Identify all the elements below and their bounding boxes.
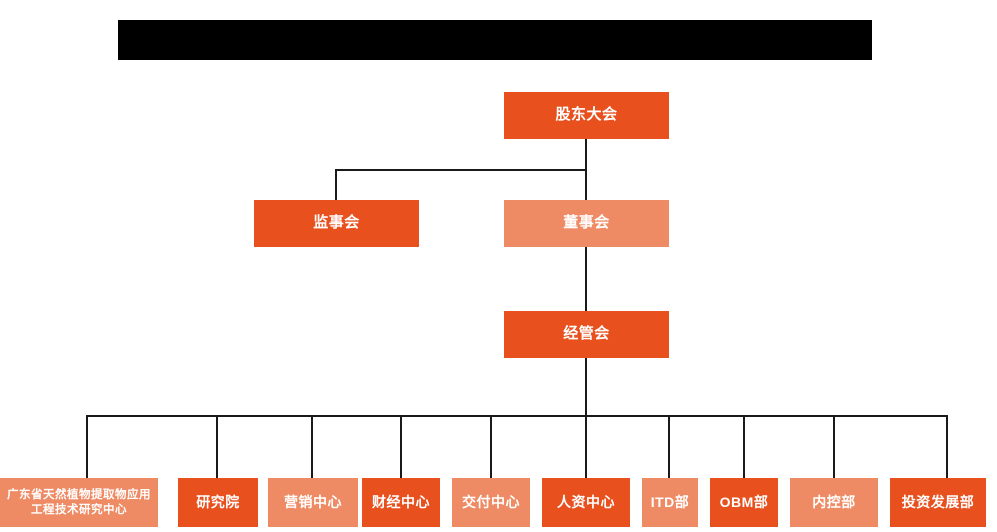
connector-supervisors-drop bbox=[335, 169, 337, 201]
node-shareholders[interactable]: 股东大会 bbox=[504, 92, 669, 139]
connector-shareholders-down bbox=[585, 139, 587, 171]
node-investment-development-department[interactable]: 投资发展部 bbox=[890, 478, 986, 527]
node-delivery-center-label: 交付中心 bbox=[462, 493, 520, 510]
connector-drop-hr-center bbox=[585, 415, 587, 479]
connector-drop-research-institute bbox=[216, 415, 218, 479]
connector-drop-obm-department bbox=[743, 415, 745, 479]
node-directors[interactable]: 董事会 bbox=[504, 200, 669, 247]
connector-drop-delivery-center bbox=[490, 415, 492, 479]
node-shareholders-label: 股东大会 bbox=[555, 106, 618, 124]
node-internal-control-department-label: 内控部 bbox=[812, 493, 856, 510]
node-obm-department[interactable]: OBM部 bbox=[710, 478, 778, 527]
node-management[interactable]: 经管会 bbox=[504, 311, 669, 358]
node-finance-center[interactable]: 财经中心 bbox=[362, 478, 440, 527]
redacted-title-bar bbox=[118, 20, 872, 60]
connector-drop-itd-department bbox=[668, 415, 670, 479]
node-investment-development-department-label: 投资发展部 bbox=[901, 493, 975, 510]
node-research-institute[interactable]: 研究院 bbox=[178, 478, 258, 527]
node-hr-center-label: 人资中心 bbox=[557, 493, 615, 510]
node-delivery-center[interactable]: 交付中心 bbox=[452, 478, 530, 527]
connector-bus-level2 bbox=[335, 169, 587, 171]
node-supervisors-label: 监事会 bbox=[313, 214, 360, 232]
connector-directors-management bbox=[585, 247, 587, 312]
connector-drop-research-center-gd bbox=[86, 415, 88, 479]
connector-drop-marketing-center bbox=[311, 415, 313, 479]
node-research-institute-label: 研究院 bbox=[196, 493, 240, 510]
node-research-center-gd-label: 广东省天然植物提取物应用工程技术研究中心 bbox=[7, 489, 151, 516]
node-finance-center-label: 财经中心 bbox=[372, 493, 430, 510]
node-directors-label: 董事会 bbox=[563, 214, 610, 232]
connector-bus-departments bbox=[86, 415, 947, 417]
connector-drop-internal-control-department bbox=[833, 415, 835, 479]
node-management-label: 经管会 bbox=[563, 325, 610, 343]
connector-drop-investment-development-department bbox=[946, 415, 948, 479]
node-marketing-center-label: 营销中心 bbox=[284, 493, 342, 510]
node-research-center-gd[interactable]: 广东省天然植物提取物应用工程技术研究中心 bbox=[0, 478, 158, 527]
node-itd-department[interactable]: ITD部 bbox=[642, 478, 698, 527]
connector-management-down bbox=[585, 358, 587, 416]
connector-directors-drop bbox=[585, 169, 587, 201]
node-itd-department-label: ITD部 bbox=[650, 493, 690, 510]
node-hr-center[interactable]: 人资中心 bbox=[542, 478, 630, 527]
node-internal-control-department[interactable]: 内控部 bbox=[790, 478, 878, 527]
node-supervisors[interactable]: 监事会 bbox=[254, 200, 419, 247]
connector-drop-finance-center bbox=[400, 415, 402, 479]
node-marketing-center[interactable]: 营销中心 bbox=[268, 478, 358, 527]
node-obm-department-label: OBM部 bbox=[719, 493, 769, 510]
